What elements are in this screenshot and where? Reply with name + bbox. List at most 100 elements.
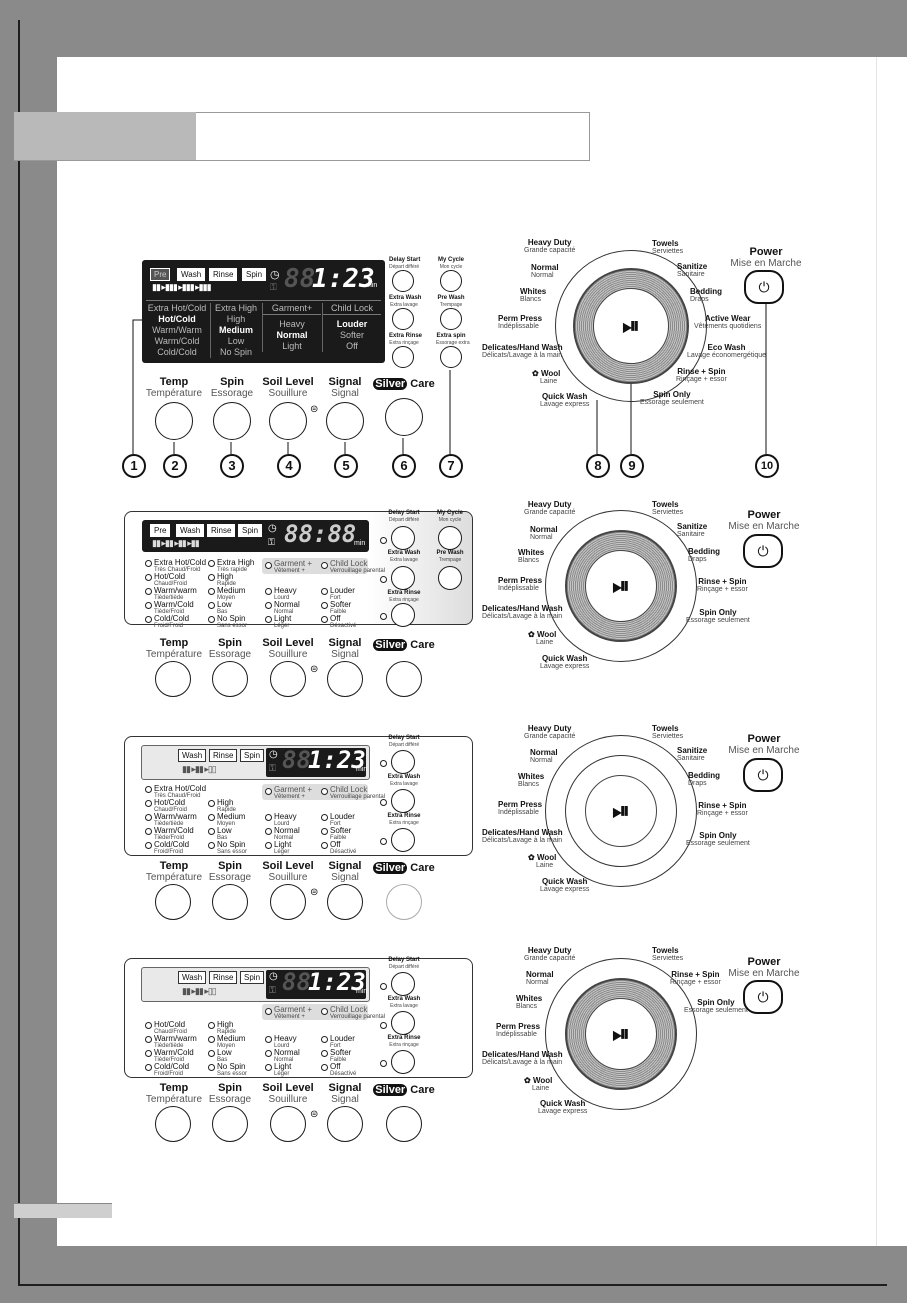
indicator-led <box>208 828 215 835</box>
my-cycle-button[interactable] <box>438 526 462 550</box>
power-icon: ⏻ <box>757 543 769 559</box>
indicator-led <box>321 1050 328 1057</box>
callout-10: 10 <box>755 454 779 478</box>
extra-wash-button[interactable] <box>391 789 415 813</box>
cycle-dial-ring[interactable] <box>545 735 697 887</box>
wool-icon: ✿ <box>528 630 535 639</box>
page-number-bar <box>14 1203 112 1218</box>
garment-child-lock-bar <box>262 1004 368 1020</box>
garment-plus-label: Garment +Vêtement + <box>274 785 313 800</box>
time-readout: 1:23 <box>308 746 366 774</box>
start-pause-button[interactable]: ⏯ <box>585 550 657 622</box>
stage-pre: Pre <box>150 268 171 281</box>
start-pause-button[interactable]: ⏯ <box>585 998 657 1070</box>
indicator-led <box>145 828 152 835</box>
spin-button[interactable] <box>212 661 248 697</box>
indicator-led <box>265 616 272 623</box>
extra-rinse-button[interactable] <box>391 1050 415 1074</box>
delay-start-button[interactable] <box>392 270 414 292</box>
spin-button[interactable] <box>212 884 248 920</box>
indicator-led <box>208 1022 215 1029</box>
power-button[interactable]: ⏻ <box>744 270 784 304</box>
indicator-led <box>265 602 272 609</box>
lock-icon: ⚿ <box>268 537 275 547</box>
delay-start-button[interactable] <box>391 526 415 550</box>
indicator-led <box>321 1036 328 1043</box>
section-header-tab <box>14 112 196 160</box>
soil-level-button[interactable] <box>270 1106 306 1142</box>
extra-rinse-button[interactable] <box>391 603 415 627</box>
indicator-led <box>145 1050 152 1057</box>
signal-button[interactable] <box>327 661 363 697</box>
silver-care-button[interactable] <box>385 398 423 436</box>
time-unit: min <box>356 766 368 773</box>
garment-plus-label: Garment +Vêtement + <box>274 559 313 574</box>
extra-rinse-button[interactable] <box>391 828 415 852</box>
page-frame-bottom <box>0 1246 907 1303</box>
delay-start-button[interactable] <box>391 750 415 774</box>
callout-5: 5 <box>334 454 358 478</box>
power-button[interactable]: ⏻ <box>743 980 783 1014</box>
soil-level-button[interactable] <box>269 402 307 440</box>
child-lock-icon: ⊜ <box>310 664 319 675</box>
signal-button[interactable] <box>327 1106 363 1142</box>
cycle-dial-ring[interactable] <box>545 510 697 662</box>
progress-bars: ▮▮ ▸▮▮ ▸▮▮ ▸▮▮ <box>152 538 200 548</box>
cycle-dial-ring[interactable] <box>555 250 707 402</box>
extra-rinse-button[interactable] <box>392 346 414 368</box>
extra-wash-button[interactable] <box>392 308 414 330</box>
pre-wash-button[interactable] <box>438 566 462 590</box>
temp-button[interactable] <box>155 884 191 920</box>
power-icon: ⏻ <box>757 767 769 783</box>
silver-care-button[interactable] <box>386 884 422 920</box>
extra-spin-button[interactable] <box>440 346 462 368</box>
indicator-led <box>208 1036 215 1043</box>
pre-wash-button[interactable] <box>440 308 462 330</box>
start-pause-button[interactable]: ⏯ <box>585 775 657 847</box>
spin-button[interactable] <box>213 402 251 440</box>
progress-bars: ▮▮ ▸▮▮ ▸▯▯ <box>182 764 217 774</box>
indicator-led <box>321 602 328 609</box>
start-pause-button[interactable]: ⏯ <box>593 288 669 364</box>
cycle-dial-knob[interactable] <box>565 755 677 867</box>
cycle-dial-ring[interactable] <box>545 958 697 1110</box>
indicator-led <box>380 613 387 620</box>
callout-1: 1 <box>122 454 146 478</box>
stage-wash: Wash <box>178 971 207 984</box>
spin-button[interactable] <box>212 1106 248 1142</box>
time-readout: 1:23 <box>312 264 375 294</box>
clock-icon: ◷ <box>270 269 280 281</box>
delay-start-button[interactable] <box>391 972 415 996</box>
garment-child-lock-bar <box>262 558 368 574</box>
temp-button[interactable] <box>155 1106 191 1142</box>
silver-care-button[interactable] <box>386 1106 422 1142</box>
temp-button[interactable] <box>155 402 193 440</box>
extra-wash-button[interactable] <box>391 1011 415 1035</box>
signal-button[interactable] <box>326 402 364 440</box>
power-button[interactable]: ⏻ <box>743 758 783 792</box>
temp-button[interactable] <box>155 661 191 697</box>
silver-care-button[interactable] <box>386 661 422 697</box>
play-pause-icon: ⏯ <box>622 313 640 338</box>
my-cycle-button[interactable] <box>440 270 462 292</box>
soil-level-button[interactable] <box>270 661 306 697</box>
extra-wash-button[interactable] <box>391 566 415 590</box>
soil-level-button[interactable] <box>270 884 306 920</box>
indicator-led <box>208 814 215 821</box>
progress-bars: ▮▮ ▸▮▮▮ ▸▮▮▮ ▸▮▮▮ <box>152 282 212 292</box>
power-button[interactable]: ⏻ <box>743 534 783 568</box>
signal-button[interactable] <box>327 884 363 920</box>
